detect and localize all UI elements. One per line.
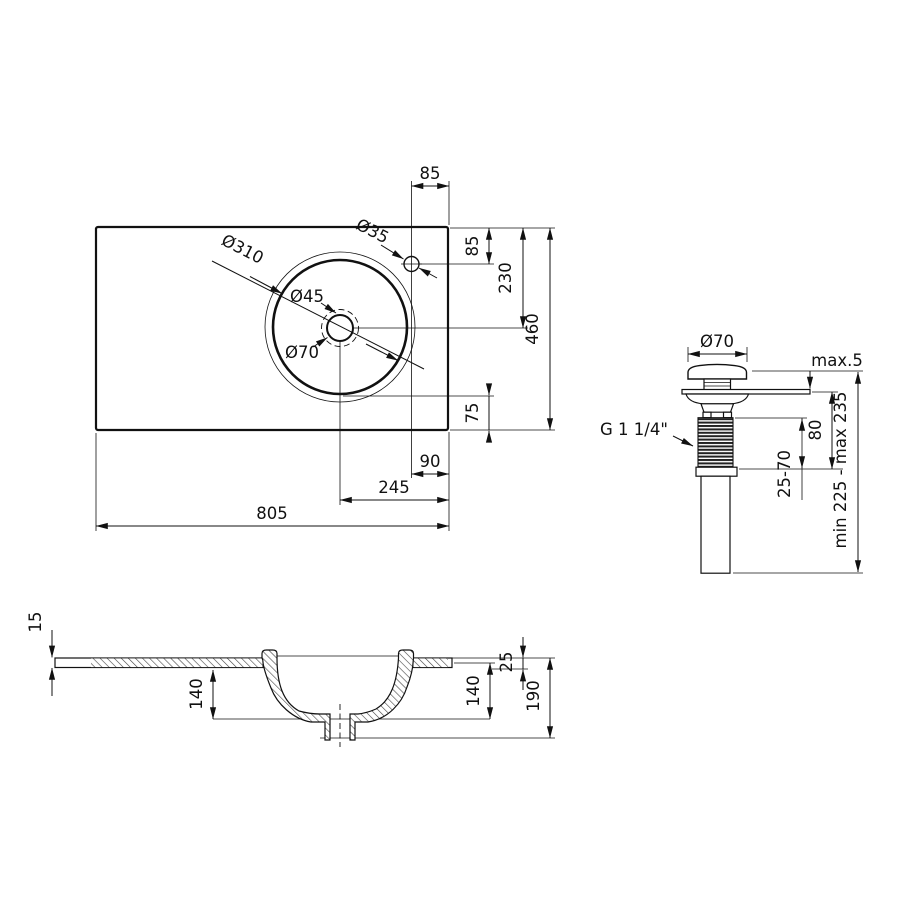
drain-flange-dashed-circle <box>321 309 359 347</box>
dim-drain-x: 245 <box>378 478 410 497</box>
diameter-arrow <box>249 276 283 294</box>
leader-arrow <box>672 435 694 447</box>
clamp-range-label: 25-70 <box>775 450 794 498</box>
basin-outline <box>94 225 450 432</box>
tail-pipe <box>700 475 731 574</box>
top-view: Ø310 Ø35 Ø45 Ø70 85 85 230 460 <box>94 164 555 531</box>
drain-hole-callouts: Ø45 Ø70 <box>285 287 337 362</box>
thread-spec-label: G 1 1/4" <box>600 420 668 439</box>
cap-clearance-label: max.5 <box>811 351 863 370</box>
bowl-wall-left-hatch <box>261 649 331 741</box>
lock-collar <box>695 466 738 477</box>
overall-length-label: min 225 - max 235 <box>831 392 850 549</box>
section-dimensions: 15 140 140 25 190 <box>26 612 554 739</box>
dim-faucet-side: 85 <box>463 236 482 257</box>
dim-total-depth: 460 <box>523 313 542 345</box>
leader-arrow <box>320 302 337 314</box>
drain-flange-label: Ø70 <box>285 343 319 362</box>
bowl-outer-circle <box>264 251 416 403</box>
bowl-inner-circle <box>271 258 409 396</box>
back-edge-label: 25 <box>497 652 516 673</box>
bowl-diameter-label: Ø310 <box>218 231 266 268</box>
slab-right-hatch <box>413 658 448 668</box>
dim-faucet-top: 85 <box>420 164 441 183</box>
cap-diameter-label: Ø70 <box>700 332 734 351</box>
overall-height-label: 190 <box>524 680 543 712</box>
dim-total-width: 805 <box>256 504 288 523</box>
top-view-dimensions: 85 85 230 460 75 90 245 805 <box>95 164 554 530</box>
dim-drain-y: 230 <box>496 262 515 294</box>
leader-arrow <box>418 267 438 279</box>
threaded-body <box>697 417 734 468</box>
leader-arrow <box>312 337 328 348</box>
drain-hole-label: Ø45 <box>290 287 324 306</box>
faucet-hole-callout: Ø35 <box>353 215 438 279</box>
drain-assembly-view: Ø70 G 1 1/4" max.5 80 25-70 <box>600 332 863 574</box>
dim-bowl-edge: 75 <box>463 403 482 424</box>
dim-faucet-bottom: 90 <box>420 452 441 471</box>
flange-nub <box>722 411 733 419</box>
bowl-depth-left-label: 140 <box>187 678 206 710</box>
waste-cap <box>687 363 748 380</box>
flange-base <box>700 403 735 413</box>
faucet-hole-label: Ø35 <box>353 215 392 247</box>
bowl-wall-right-hatch <box>349 649 415 741</box>
front-edge-label: 15 <box>26 612 45 633</box>
diameter-line <box>211 260 425 370</box>
thread-length-label: 80 <box>806 420 825 441</box>
drain-hole-circle <box>326 314 354 342</box>
leader-arrow <box>380 244 404 260</box>
slab-left-hatch <box>91 658 263 668</box>
mounting-plate <box>681 388 811 395</box>
diameter-arrow <box>365 343 399 361</box>
cap-stem <box>703 378 732 391</box>
flange-nub <box>702 411 712 419</box>
flange-dish <box>685 393 750 405</box>
top-view-extension-lines <box>95 181 555 531</box>
bowl-depth-right-label: 140 <box>464 675 483 707</box>
section-view: 15 140 140 25 190 <box>26 612 555 747</box>
